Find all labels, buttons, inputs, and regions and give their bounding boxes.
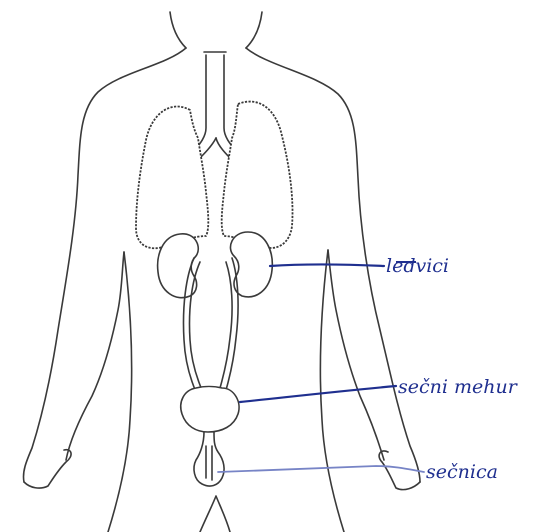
left-lung: [136, 107, 208, 249]
urethra-label: sečnica: [426, 461, 498, 483]
body-outline: [23, 12, 420, 532]
bladder: [181, 387, 239, 433]
urethra: [194, 432, 224, 486]
kidneys: [158, 232, 273, 298]
urethra-leader-line: [218, 466, 424, 472]
bladder-label: sečni mehur: [398, 376, 519, 398]
kidneys-label: ledvici: [386, 255, 449, 277]
right-lung: [222, 102, 293, 248]
lungs: [136, 102, 293, 249]
bladder-leader-line: [240, 386, 396, 402]
